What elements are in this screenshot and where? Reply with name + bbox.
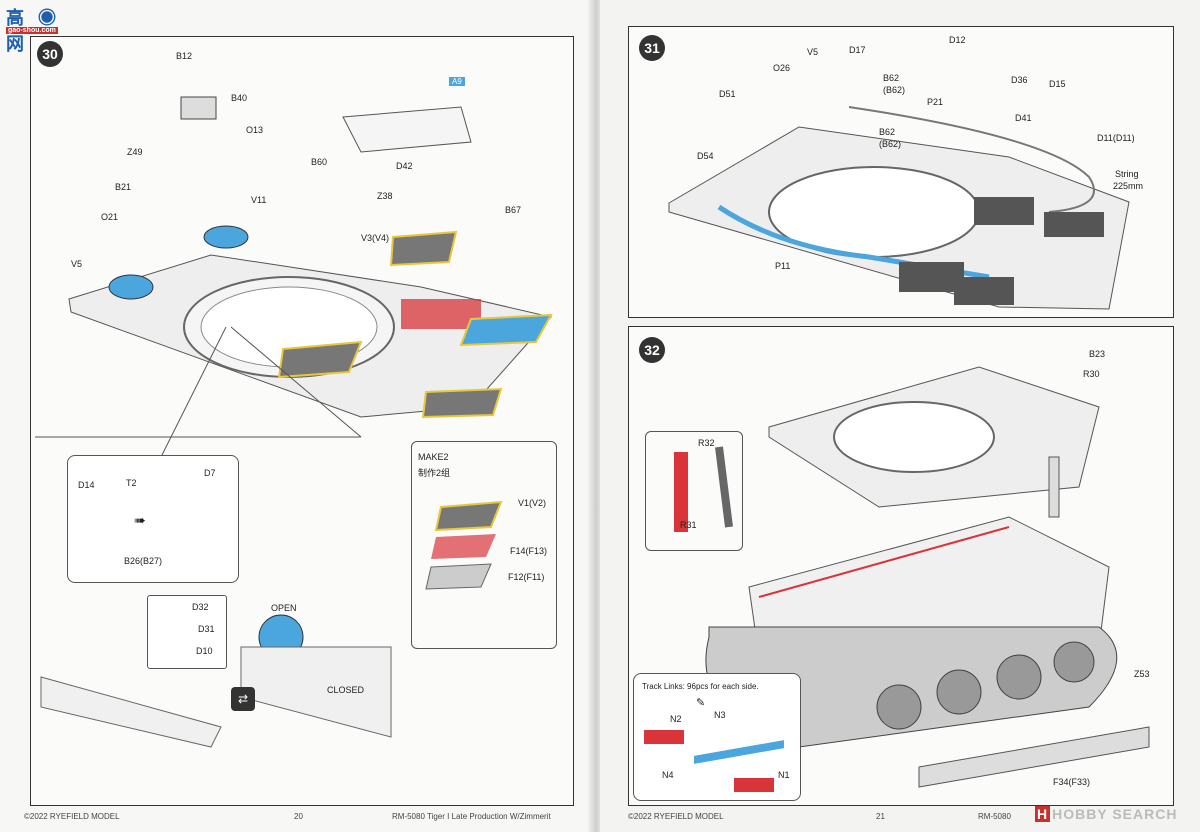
rack-inset: R32 R31 [645, 431, 743, 551]
part-label: T2 [126, 478, 137, 488]
part-label: Z53 [1134, 669, 1150, 679]
footer-copyright: ©2022 RYEFIELD MODEL [24, 812, 120, 821]
part-label: D10 [196, 646, 213, 656]
part-label: R31 [680, 520, 697, 530]
part-label: O13 [246, 125, 264, 135]
part-label: P11 [775, 261, 791, 271]
open-label: OPEN [271, 603, 297, 613]
part-label: V1(V2) [518, 498, 547, 508]
part-label: D7 [204, 468, 216, 478]
part-label: P21 [927, 97, 944, 107]
track-note: Track Links: 96pcs for each side. [642, 682, 759, 691]
part-label: D14 [78, 480, 95, 490]
part-label: O26 [773, 63, 791, 73]
part-label: D12 [949, 35, 966, 45]
hatch-inset: D14 T2 D7 B26(B27) ➠ [67, 455, 239, 583]
logo-url: gao-shou.com [6, 27, 58, 34]
part-label: V5 [71, 259, 83, 269]
part-label: V5 [807, 47, 819, 57]
swap-arrows-icon: ⇄ [231, 687, 255, 711]
part-label: B12 [176, 51, 193, 61]
part-label: B62 [883, 73, 900, 83]
step-30-panel: 30 B12 B40 O13 Z49 B21 B60 V11 D42 Z38 B… [30, 36, 574, 806]
step-number: 31 [639, 35, 665, 61]
part-label: D17 [849, 45, 866, 55]
track-inset: Track Links: 96pcs for each side. N2 N3 … [633, 673, 801, 801]
part-label: F14(F13) [510, 546, 548, 556]
make-count: MAKE2 [418, 452, 449, 462]
step-31-panel: 31 V5 D17 D12 O26 B62 (B62) D36 D15 D51 … [628, 26, 1174, 318]
part-label: R30 [1083, 369, 1100, 379]
part-label-highlight: A9 [449, 77, 465, 86]
watermark-badge: H [1035, 806, 1051, 822]
part-label: B40 [231, 93, 248, 103]
deck-drawing [668, 106, 1130, 310]
part-label: D31 [198, 624, 215, 634]
page-number: 21 [876, 812, 885, 821]
part-label: R32 [698, 438, 715, 448]
part-label: O21 [101, 212, 119, 222]
part-label: D11(D11) [1097, 133, 1135, 143]
hull-drawing [674, 366, 1150, 788]
part-label: D15 [1049, 79, 1066, 89]
make-inset: MAKE2 制作2组 V1(V2) F14(F13) F12(F11) [411, 441, 557, 649]
arrow-right-icon: ➠ [134, 512, 146, 528]
part-label: B62 [879, 127, 896, 137]
part-label: Z38 [377, 191, 393, 201]
part-label: V3(V4) [361, 233, 390, 243]
hull-deck-drawing [35, 96, 553, 748]
part-label: B60 [311, 157, 328, 167]
part-label: 225mm [1113, 181, 1144, 191]
part-label: N4 [662, 770, 674, 780]
footer-title: RM-5080 Tiger I Late Production W/Zimmer… [392, 812, 551, 821]
part-label: F12(F11) [508, 572, 545, 582]
part-label: String [1115, 169, 1139, 179]
step-32-panel: 32 R32 R31 B23 R30 Z53 F34(F33) Track Li… [628, 326, 1174, 806]
footer-copyright: ©2022 RYEFIELD MODEL [628, 812, 724, 821]
part-label: (B62) [883, 85, 906, 95]
part-label: N2 [670, 714, 682, 724]
part-label: D36 [1011, 75, 1028, 85]
step-number: 30 [37, 41, 63, 67]
page-number: 20 [294, 812, 303, 821]
sprue-n1 [734, 778, 774, 792]
part-label: F34(F33) [1053, 777, 1091, 787]
part-label: B21 [115, 182, 132, 192]
part-label: B67 [505, 205, 522, 215]
part-label: V11 [251, 195, 267, 205]
make-count-cn: 制作2组 [418, 468, 451, 478]
part-label: B26(B27) [124, 556, 163, 566]
part-label: D32 [192, 602, 209, 612]
part-label: N3 [714, 710, 726, 720]
knife-icon: ✎ [696, 697, 706, 709]
part-label: N1 [778, 770, 790, 780]
footer-title: RM-5080 [978, 812, 1011, 821]
sprue-n2 [644, 730, 684, 744]
part-label: B23 [1089, 349, 1106, 359]
part-label: D51 [719, 89, 736, 99]
part-label: (B62) [879, 139, 902, 149]
periscope-inset: D32 D31 D10 [147, 595, 227, 669]
page-21: 31 V5 D17 D12 O26 B62 (B62) D36 D15 D51 … [600, 0, 1200, 832]
part-label: Z49 [127, 147, 143, 157]
part-label: D41 [1015, 113, 1032, 123]
track-links [694, 740, 784, 764]
step-number: 32 [639, 337, 665, 363]
part-label: D42 [396, 161, 413, 171]
part-label: D54 [697, 151, 714, 161]
closed-label: CLOSED [327, 685, 365, 695]
